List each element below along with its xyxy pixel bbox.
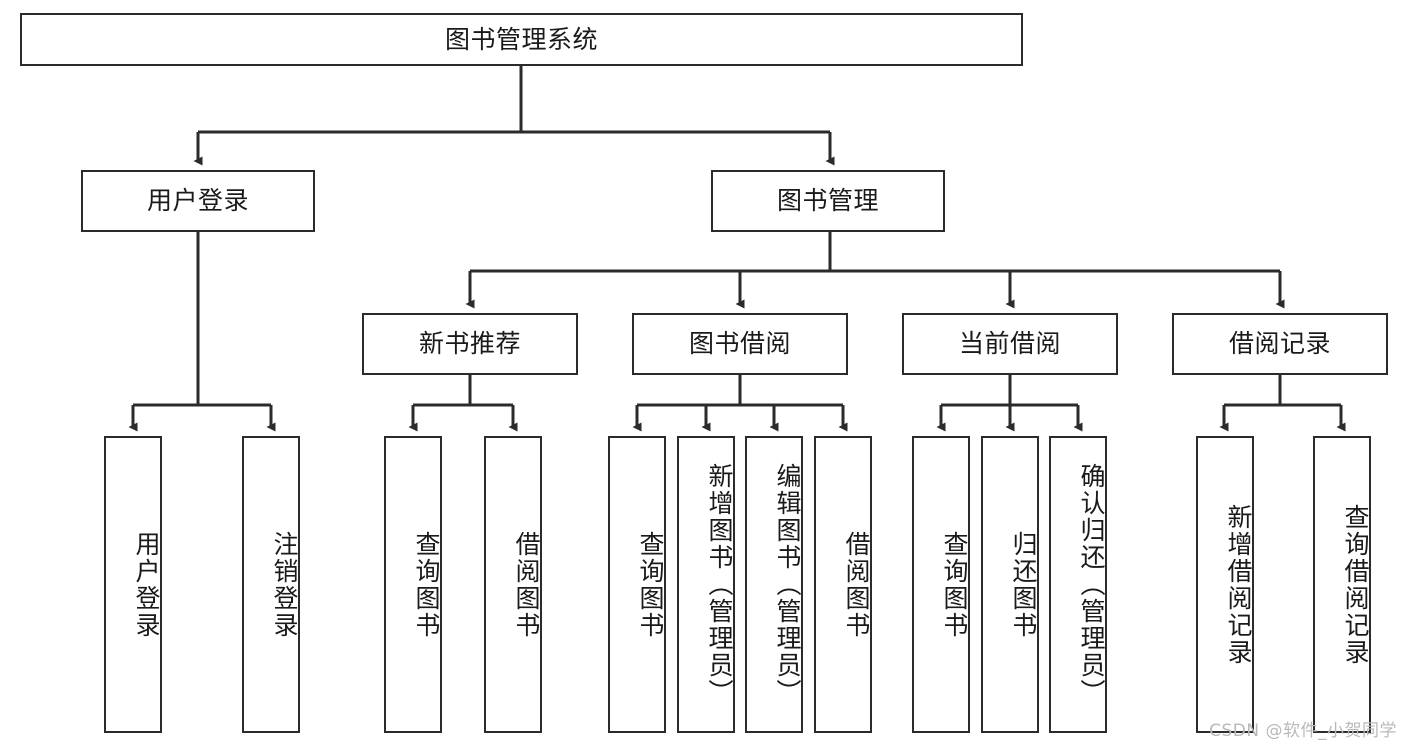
node-book-management[interactable]: 图书管理 (711, 170, 945, 232)
node-label: 确认归还（管理员） (1077, 463, 1106, 706)
leaf-record-query-record[interactable]: 查询借阅记录 (1313, 436, 1371, 733)
leaf-record-add-record[interactable]: 新增借阅记录 (1196, 436, 1254, 733)
node-label: 查询图书 (636, 530, 665, 639)
watermark-text: CSDN @软件_小贺同学 (1209, 721, 1397, 741)
node-label: 用户登录 (146, 186, 249, 216)
node-label: 编辑图书（管理员） (773, 463, 802, 706)
leaf-borrow-edit-book-admin[interactable]: 编辑图书（管理员） (745, 436, 803, 733)
leaf-recommend-query-book[interactable]: 查询图书 (384, 436, 442, 733)
node-label: 图书管理系统 (444, 24, 598, 54)
node-label: 用户登录 (132, 530, 161, 639)
node-label: 查询图书 (412, 530, 441, 639)
node-label: 借阅图书 (512, 530, 541, 639)
node-root-system[interactable]: 图书管理系统 (20, 13, 1023, 66)
node-label: 图书借阅 (688, 329, 791, 359)
node-label: 图书管理 (776, 186, 879, 216)
node-label: 注销登录 (270, 530, 299, 639)
node-label: 查询图书 (940, 530, 969, 639)
leaf-current-return-book[interactable]: 归还图书 (981, 436, 1039, 733)
node-label: 当前借阅 (958, 329, 1061, 359)
node-label: 新增借阅记录 (1224, 503, 1253, 666)
leaf-recommend-borrow-book[interactable]: 借阅图书 (484, 436, 542, 733)
leaf-borrow-add-book-admin[interactable]: 新增图书（管理员） (677, 436, 735, 733)
node-label: 新书推荐 (418, 329, 521, 359)
node-label: 借阅图书 (842, 530, 871, 639)
node-current-borrow[interactable]: 当前借阅 (902, 313, 1118, 375)
leaf-borrow-query-book[interactable]: 查询图书 (608, 436, 666, 733)
leaf-user-login-login[interactable]: 用户登录 (104, 436, 162, 733)
node-label: 新增图书（管理员） (705, 463, 734, 706)
node-new-book-recommend[interactable]: 新书推荐 (362, 313, 578, 375)
node-label: 查询借阅记录 (1341, 503, 1370, 666)
node-label: 归还图书 (1009, 530, 1038, 639)
leaf-borrow-borrow-book[interactable]: 借阅图书 (814, 436, 872, 733)
leaf-user-login-logout[interactable]: 注销登录 (242, 436, 300, 733)
node-user-login[interactable]: 用户登录 (81, 170, 315, 232)
node-borrow-record[interactable]: 借阅记录 (1172, 313, 1388, 375)
node-label: 借阅记录 (1228, 329, 1331, 359)
node-book-borrow[interactable]: 图书借阅 (632, 313, 848, 375)
leaf-current-confirm-return-admin[interactable]: 确认归还（管理员） (1049, 436, 1107, 733)
leaf-current-query-book[interactable]: 查询图书 (912, 436, 970, 733)
